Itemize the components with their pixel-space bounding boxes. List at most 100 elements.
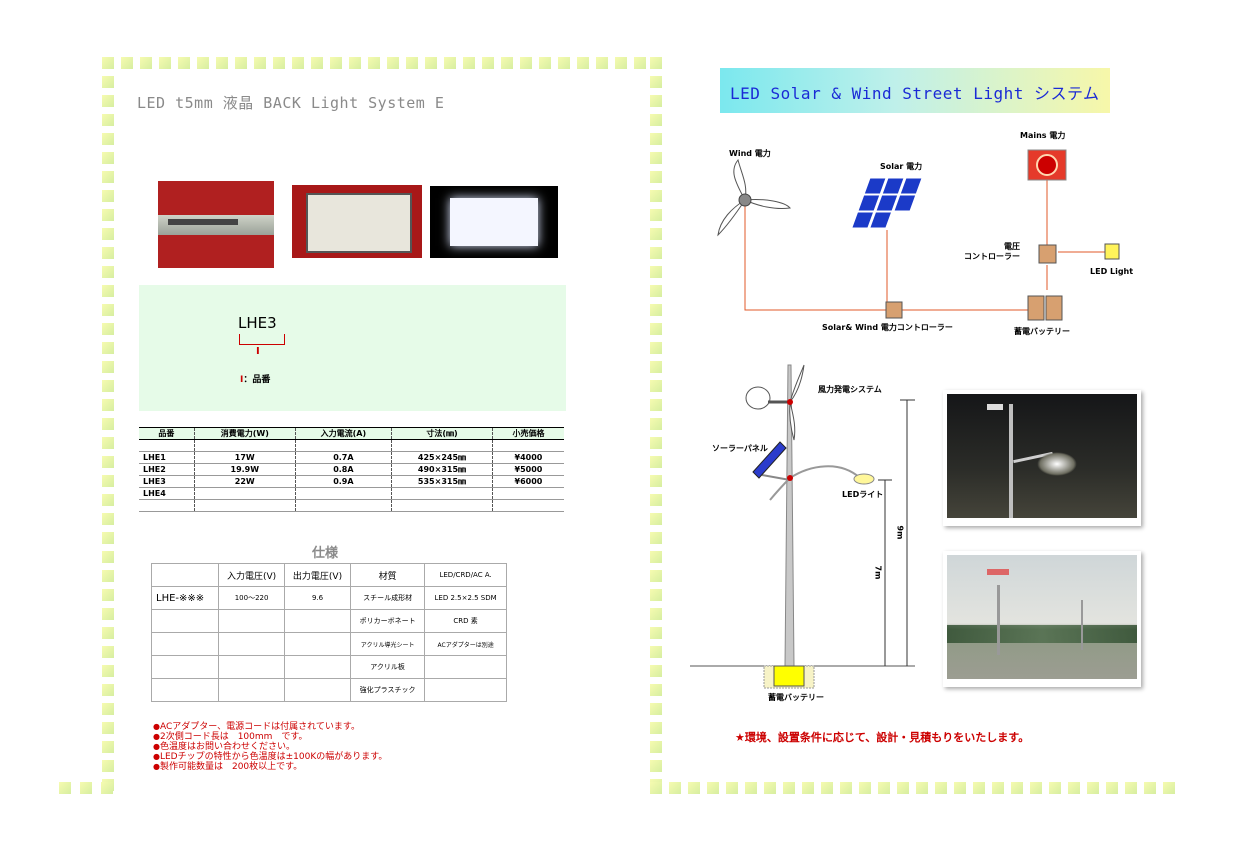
footer-note: ★環境、設置条件に応じて、設計・見積もりをいたします。 [735, 731, 1030, 744]
product-photo-panel-off [292, 185, 422, 258]
table-cell: 100〜220 [218, 586, 286, 610]
border-square [102, 57, 114, 69]
border-square [650, 418, 662, 430]
table-row: LHE1 17W 0.7A 425×245㎜ ¥4000 [139, 451, 564, 464]
border-square [992, 782, 1004, 794]
night-street-photo [943, 390, 1141, 526]
border-square [650, 703, 662, 715]
border-square [1068, 782, 1080, 794]
border-square [650, 399, 662, 411]
border-square [80, 782, 92, 794]
border-square [916, 782, 928, 794]
border-square [650, 285, 662, 297]
table-header: 品番 [139, 427, 195, 440]
border-square [650, 209, 662, 221]
pole-label-led: LEDライト [842, 490, 884, 499]
border-square [102, 285, 114, 297]
day-street-photo [943, 551, 1141, 687]
border-square [102, 684, 114, 696]
border-square [897, 782, 909, 794]
spec-table: 入力電圧(V) 出力電圧(V) 材質 LED/CRD/AC A. LHE-※※※… [150, 563, 507, 702]
pole-label-9m: 9m [895, 525, 905, 540]
border-square [650, 342, 662, 354]
border-square [102, 589, 114, 601]
pole-solar-panel-icon [752, 441, 787, 479]
border-square [102, 665, 114, 677]
table-header: 小売価格 [492, 427, 564, 440]
table-header: 入力電圧(V) [218, 563, 286, 587]
notes-list: ACアダプター、電源コードは付属されています。 2次側コード長は 100mm で… [153, 722, 387, 772]
border-square [558, 57, 570, 69]
table-row: LHE4 [139, 487, 564, 500]
border-square [650, 304, 662, 316]
table-header: 入力電流(A) [295, 427, 393, 440]
table-cell: アクリル導光シート [349, 632, 426, 656]
border-square [102, 190, 114, 202]
border-square [216, 57, 228, 69]
border-square [59, 782, 71, 794]
border-square [859, 782, 871, 794]
border-square [102, 741, 114, 753]
list-item: LEDチップの特性から色温度は±100Kの幅があります。 [153, 752, 387, 762]
border-square [121, 57, 133, 69]
border-square [102, 266, 114, 278]
border-square [387, 57, 399, 69]
border-square [102, 247, 114, 259]
border-square [102, 646, 114, 658]
code-bracket [239, 334, 285, 345]
border-square [650, 247, 662, 259]
product-code-panel [139, 285, 566, 411]
table-cell: 0.9A [295, 475, 393, 488]
border-square [102, 760, 114, 772]
border-square [159, 57, 171, 69]
border-square [102, 627, 114, 639]
solar-panel-icon [851, 177, 923, 229]
pole-label-battery: 蓄電バッテリー [768, 693, 824, 702]
table-cell: 535×315㎜ [391, 475, 493, 488]
table-cell: 強化プラスチック [349, 678, 426, 702]
table-row: LHE-※※※ 100〜220 9.6 スチール成形材 LED 2.5×2.5 … [150, 586, 507, 610]
border-square [650, 627, 662, 639]
border-square [444, 57, 456, 69]
border-square [311, 57, 323, 69]
border-square [102, 323, 114, 335]
list-item: 2次側コード長は 100mm です。 [153, 732, 387, 742]
table-cell: スチール成形材 [349, 586, 426, 610]
border-square [650, 57, 662, 69]
border-square [292, 57, 304, 69]
border-square [1049, 782, 1061, 794]
border-square [102, 114, 114, 126]
border-square [650, 513, 662, 525]
border-square [650, 456, 662, 468]
border-square [102, 304, 114, 316]
border-square [102, 608, 114, 620]
border-square [688, 782, 700, 794]
sw-controller-icon [885, 301, 903, 319]
diagram-label-solar: Solar 電力 [880, 162, 923, 171]
battery-icon [1027, 295, 1045, 321]
table-cell: 22W [194, 475, 296, 488]
product-photo-panel-on [430, 186, 558, 258]
table-cell: LHE2 [139, 463, 195, 476]
table-header: 消費電力(W) [194, 427, 296, 440]
system-diagram [717, 149, 1120, 321]
border-square [102, 475, 114, 487]
table-cell: ポリカーボネート [349, 609, 426, 633]
border-square [102, 171, 114, 183]
table-cell: 9.6 [284, 586, 351, 610]
border-square [102, 456, 114, 468]
border-square [650, 532, 662, 544]
border-square [102, 76, 114, 88]
border-square [1087, 782, 1099, 794]
diagram-label-led: LED Light [1090, 267, 1134, 276]
border-square [1011, 782, 1023, 794]
border-square [650, 323, 662, 335]
border-square [840, 782, 852, 794]
border-square [707, 782, 719, 794]
battery-icon [1045, 295, 1063, 321]
border-square [349, 57, 361, 69]
border-square [650, 684, 662, 696]
border-square [650, 190, 662, 202]
list-item: 製作可能数量は 200枚以上です。 [153, 762, 387, 772]
turbine-body-icon [745, 386, 771, 410]
